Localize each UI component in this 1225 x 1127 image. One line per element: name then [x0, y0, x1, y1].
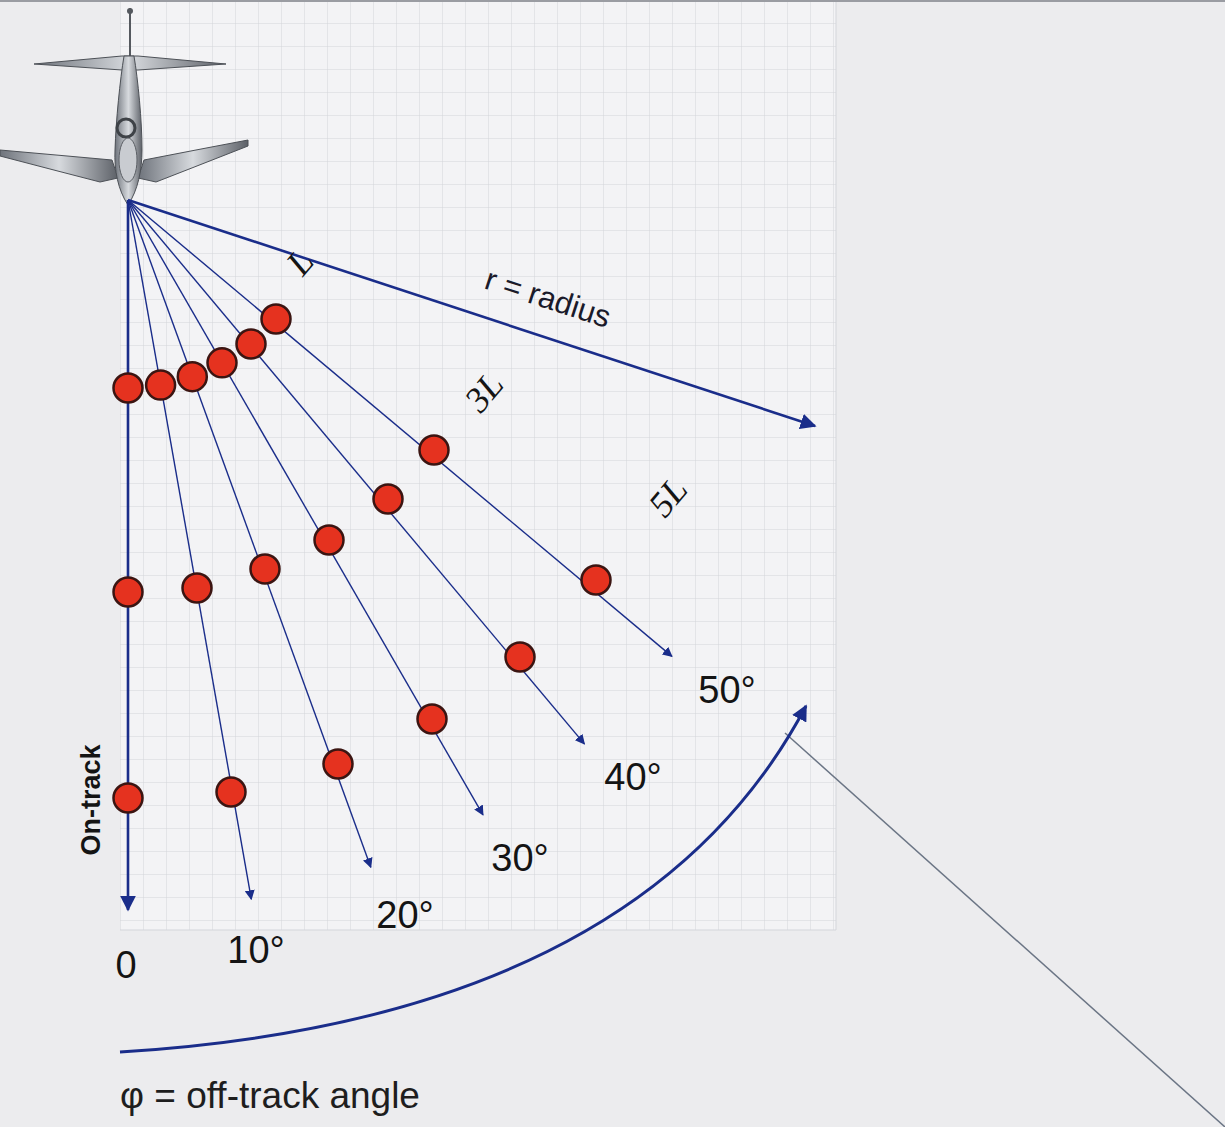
sample-dot: [183, 574, 212, 603]
label-text: φ = off-track angle: [120, 1075, 420, 1116]
sample-dot: [237, 330, 266, 359]
axis-label: On-track: [78, 744, 105, 855]
label-text: 0: [115, 944, 136, 986]
label-text: 5L: [640, 470, 695, 525]
sample-dots: [114, 305, 611, 813]
radius-mark: L: [280, 243, 320, 281]
cockpit-ring: [117, 119, 135, 137]
grid-edge: [120, 2, 836, 930]
sample-dot: [251, 555, 280, 584]
angle-value: 40°: [604, 758, 661, 796]
ray-30: [128, 200, 483, 815]
sample-dot: [315, 526, 344, 555]
sample-dot: [582, 566, 611, 595]
radius-label: r = radius: [481, 263, 614, 333]
sample-dot: [114, 374, 143, 403]
radius-mark: 3L: [458, 366, 510, 418]
label-text: 40°: [604, 756, 661, 798]
sample-dot: [420, 436, 449, 465]
sample-dot: [114, 784, 143, 813]
grid-background: [120, 2, 836, 930]
label-text: 50°: [698, 669, 755, 711]
sample-dot: [262, 305, 291, 334]
radius-mark: 5L: [642, 471, 694, 523]
angle-value: 10°: [227, 931, 284, 969]
leader-line: [785, 733, 1225, 1127]
left-wing: [0, 150, 118, 182]
fuselage: [115, 56, 142, 205]
ray-20: [128, 200, 371, 867]
sample-dot: [146, 371, 175, 400]
label-text: 3L: [456, 365, 511, 420]
sample-dot: [506, 643, 535, 672]
angle-caption: φ = off-track angle: [120, 1077, 420, 1114]
angle-value: 30°: [491, 839, 548, 877]
label-text: 10°: [227, 929, 284, 971]
label-text: r = radius: [481, 261, 616, 334]
sample-dot: [114, 578, 143, 607]
sample-dot: [217, 778, 246, 807]
aircraft-icon: [0, 8, 248, 205]
pitot-boom: [129, 8, 131, 60]
angle-value: 0: [115, 946, 136, 984]
canopy: [119, 138, 137, 182]
angle-value: 20°: [376, 896, 433, 934]
sample-dot: [374, 485, 403, 514]
boom-tip: [127, 8, 133, 14]
label-text: L: [278, 241, 322, 282]
angle-arc-arrow: [120, 706, 806, 1052]
sample-dot: [418, 705, 447, 734]
label-text: 20°: [376, 894, 433, 936]
sample-dot: [178, 362, 207, 391]
label-text: On-track: [76, 744, 106, 855]
angle-rays: [128, 200, 815, 910]
sample-dot: [208, 348, 237, 377]
sample-dot: [324, 750, 353, 779]
radius-arrow: [128, 200, 815, 426]
label-text: 30°: [491, 837, 548, 879]
top-border: [0, 0, 1225, 2]
right-wing: [138, 140, 248, 182]
ray-50: [128, 200, 672, 656]
ray-10: [128, 200, 251, 899]
angle-value: 50°: [698, 671, 755, 709]
